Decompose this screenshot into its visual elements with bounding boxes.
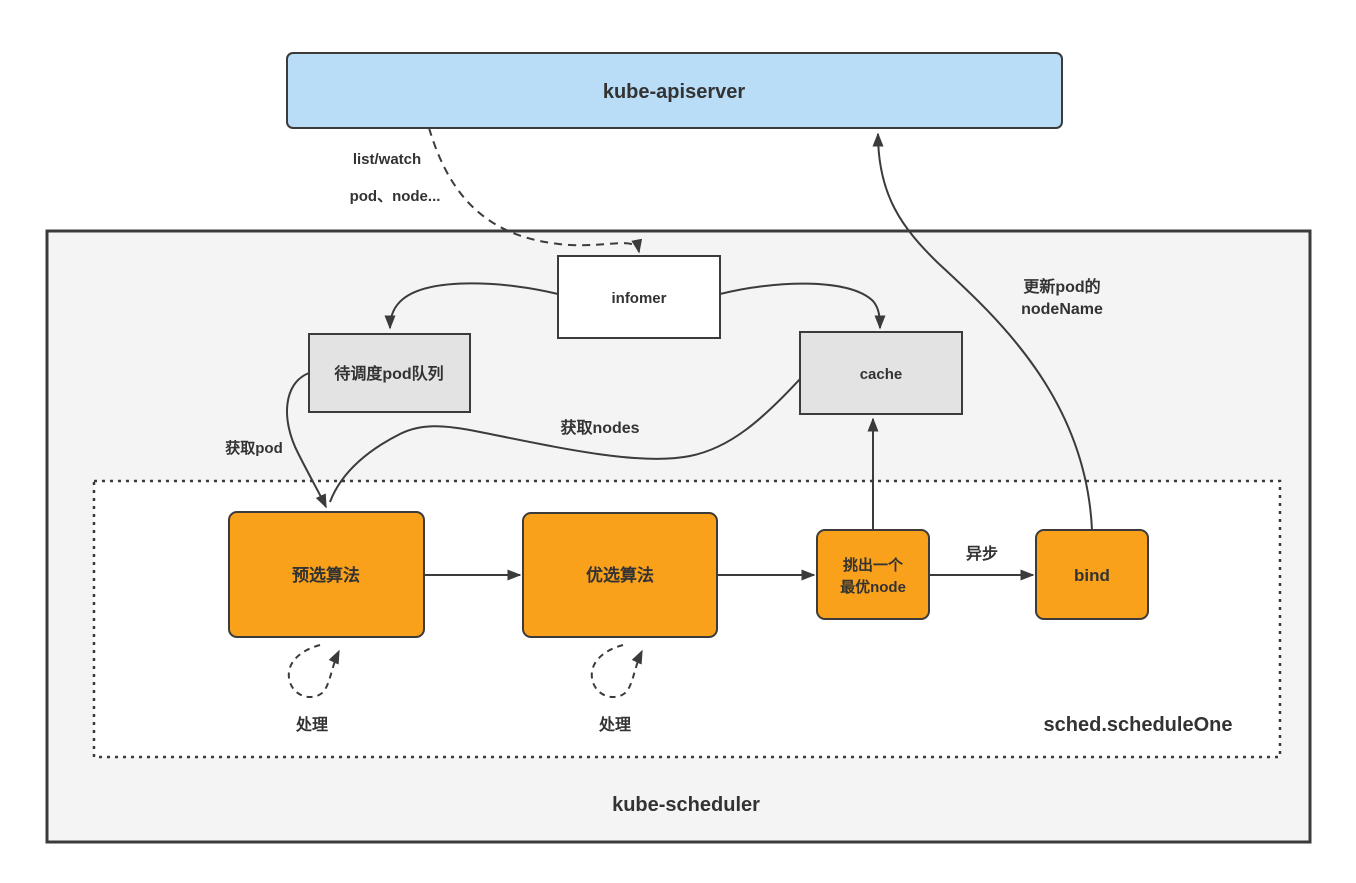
- edge-infomer-to-cache: [719, 282, 886, 330]
- node-pick-best-label-line1: 挑出一个: [843, 556, 904, 574]
- label-get-pod: 获取pod: [225, 439, 283, 457]
- node-kube-apiserver-label: kube-apiserver: [603, 81, 746, 103]
- edge-predicates-self-loop: [287, 644, 340, 698]
- label-async: 异步: [966, 544, 998, 563]
- label-kube-scheduler: kube-scheduler: [612, 794, 760, 816]
- label-get-nodes: 获取nodes: [560, 419, 639, 437]
- label-list-watch: list/watch: [353, 151, 421, 168]
- label-update-pod-line1: 更新pod的: [1023, 277, 1100, 296]
- edge-cache-to-predicates: [329, 378, 801, 503]
- label-process-left: 处理: [295, 715, 328, 734]
- node-predicates: [228, 511, 425, 638]
- node-cache-label: cache: [860, 366, 903, 383]
- node-infomer-label: infomer: [611, 290, 666, 307]
- node-priorities-label: 优选算法: [586, 565, 654, 585]
- label-process-right: 处理: [598, 715, 631, 734]
- edge-infomer-to-podqueue: [384, 282, 559, 330]
- edge-podqueue-to-predicates: [286, 372, 327, 509]
- node-pick-best-label-line2: 最优node: [840, 578, 906, 596]
- node-bind-label: bind: [1074, 566, 1110, 585]
- edge-priorities-self-loop: [590, 644, 643, 698]
- label-update-pod-line2: nodeName: [1021, 301, 1103, 318]
- label-schedule-one: sched.scheduleOne: [1044, 714, 1233, 736]
- node-pod-queue: [308, 333, 471, 413]
- edge-bind-to-apiserver: [872, 132, 1093, 531]
- node-bind: [1035, 529, 1149, 620]
- node-pick-best: [816, 529, 930, 620]
- node-kube-apiserver: [286, 52, 1063, 129]
- label-list-watch-objects: pod、node...: [350, 188, 441, 205]
- node-infomer: [557, 255, 721, 339]
- node-pod-queue-label: 待调度pod队列: [334, 364, 443, 383]
- edge-listwatch-apiserver-to-infomer: [428, 127, 643, 254]
- node-priorities: [522, 512, 718, 638]
- node-cache: [799, 331, 963, 415]
- node-predicates-label: 预选算法: [292, 565, 360, 585]
